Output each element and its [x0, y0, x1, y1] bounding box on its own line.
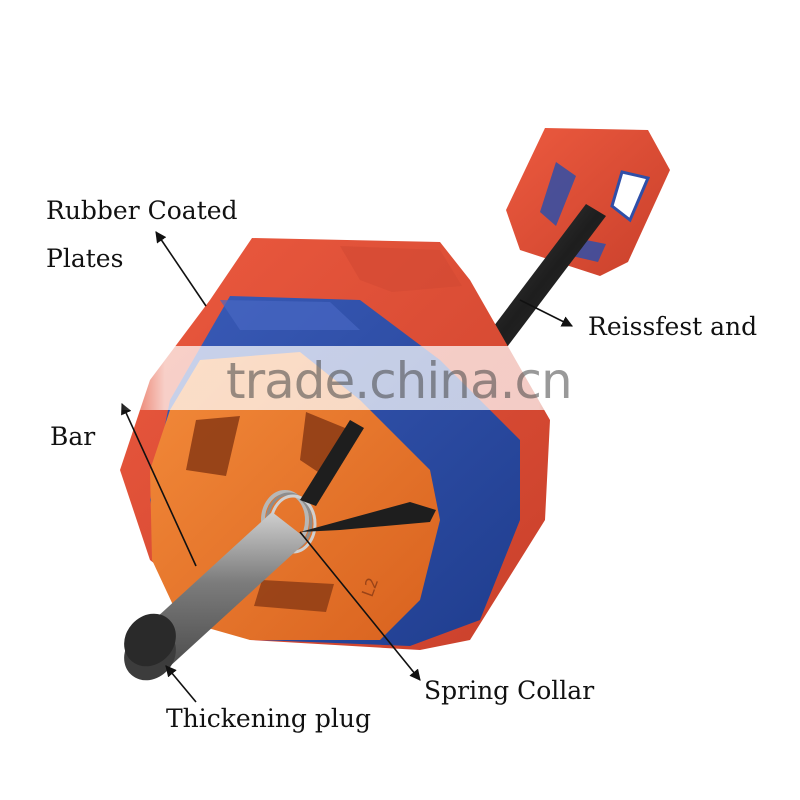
reissfest-callout: [519, 299, 574, 327]
watermark-text: trade.china.cn: [226, 352, 573, 410]
label-rubber-coated: Rubber Coated: [46, 196, 238, 225]
watermark-band: [118, 346, 586, 410]
spring-collar-callout: [299, 531, 421, 681]
thickening-plug-callout: [165, 665, 197, 703]
label-plates: Plates: [46, 244, 124, 273]
callout-lines: [121, 231, 574, 703]
label-bar: Bar: [50, 422, 96, 451]
label-spring-collar: Spring Collar: [424, 676, 595, 705]
label-thickening-plug: Thickening plug: [166, 704, 371, 733]
rubber-plates-callout: [155, 231, 207, 307]
thickening-plug: [124, 613, 176, 667]
bar-callout: [121, 402, 197, 567]
label-reissfest: Reissfest and: [588, 312, 758, 341]
far-red-plate: [506, 128, 670, 276]
